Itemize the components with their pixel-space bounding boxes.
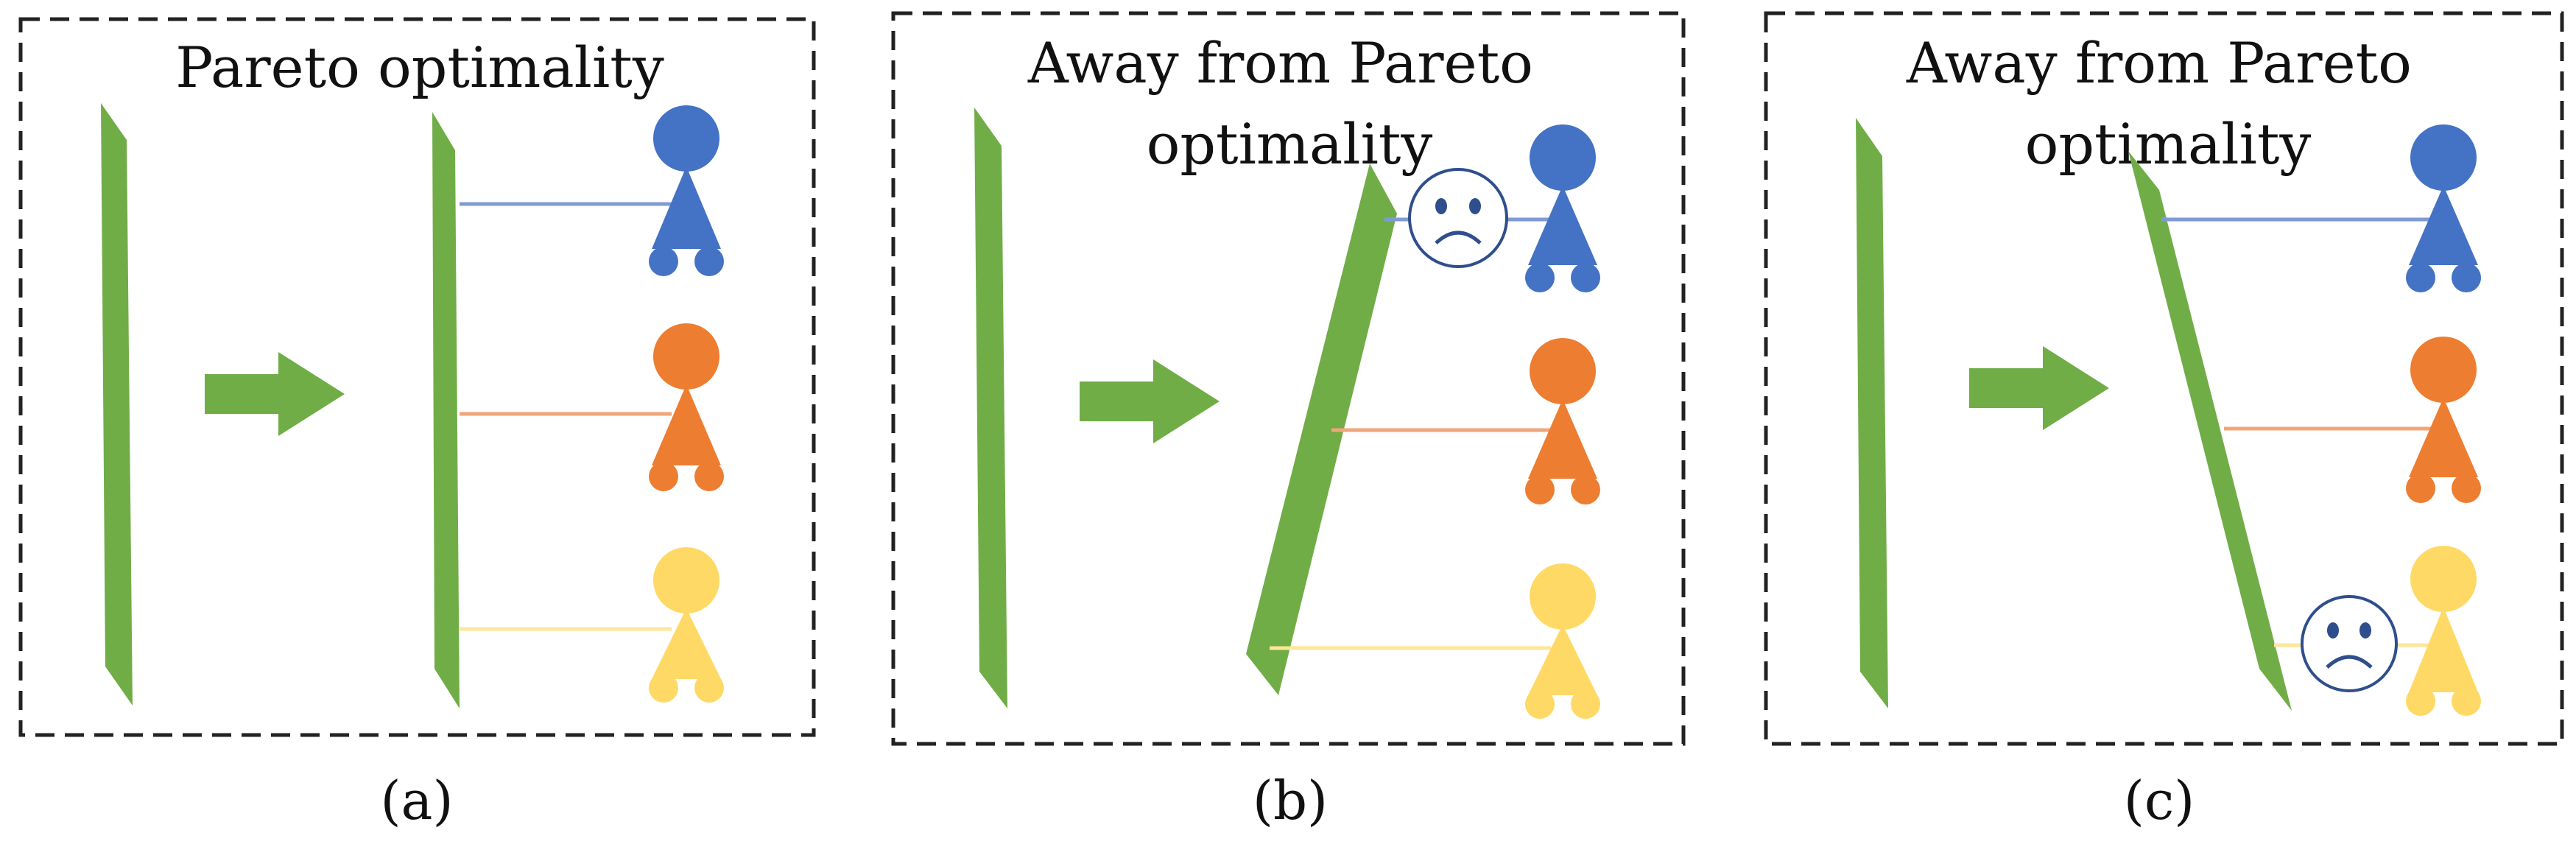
person-yellow xyxy=(2406,546,2481,716)
person-yellow xyxy=(649,547,724,703)
panel-c-caption: (c) xyxy=(2124,770,2195,831)
panel-a: Pareto optimality xyxy=(18,17,816,737)
panel-c-frame xyxy=(1764,11,2564,746)
panel-a-frame xyxy=(18,17,816,737)
input-plane xyxy=(974,108,1007,708)
panel-c: Away from Pareto optimality xyxy=(1764,11,2564,746)
pareto-plane xyxy=(432,112,460,708)
panel-b-frame xyxy=(891,11,1686,746)
panel-a-title: Pareto optimality xyxy=(175,35,664,100)
arrow-right xyxy=(1969,346,2109,430)
panel-b-title-line-2: optimality xyxy=(1147,111,1433,177)
person-orange xyxy=(1525,338,1600,504)
panel-b: Away from Pareto optimality xyxy=(891,11,1686,746)
person-blue xyxy=(2406,124,2481,292)
person-blue xyxy=(649,105,724,276)
tilted-plane xyxy=(2128,151,2292,711)
sad-face-icon xyxy=(1408,168,1508,268)
person-blue xyxy=(1525,124,1600,292)
tilted-plane xyxy=(1246,163,1397,695)
person-orange xyxy=(649,323,724,491)
input-plane xyxy=(1856,118,1888,708)
panel-a-title-line-1: Pareto optimality xyxy=(175,35,664,100)
sad-face-icon xyxy=(2301,595,2398,692)
person-orange xyxy=(2406,337,2481,503)
panel-b-title-line-1: Away from Pareto xyxy=(1027,30,1533,96)
arrow-right xyxy=(1080,359,1220,443)
arrow-right xyxy=(205,352,345,436)
input-plane xyxy=(101,103,133,706)
panel-b-title: Away from Pareto optimality xyxy=(1027,30,1551,177)
panel-c-title-line-1: Away from Pareto xyxy=(1906,30,2412,96)
person-yellow xyxy=(1525,563,1600,719)
panel-c-title-line-2: optimality xyxy=(2025,111,2312,177)
panel-b-caption: (b) xyxy=(1253,770,1328,831)
panel-c-title: Away from Pareto optimality xyxy=(1906,30,2429,177)
panel-a-caption: (a) xyxy=(380,770,453,831)
